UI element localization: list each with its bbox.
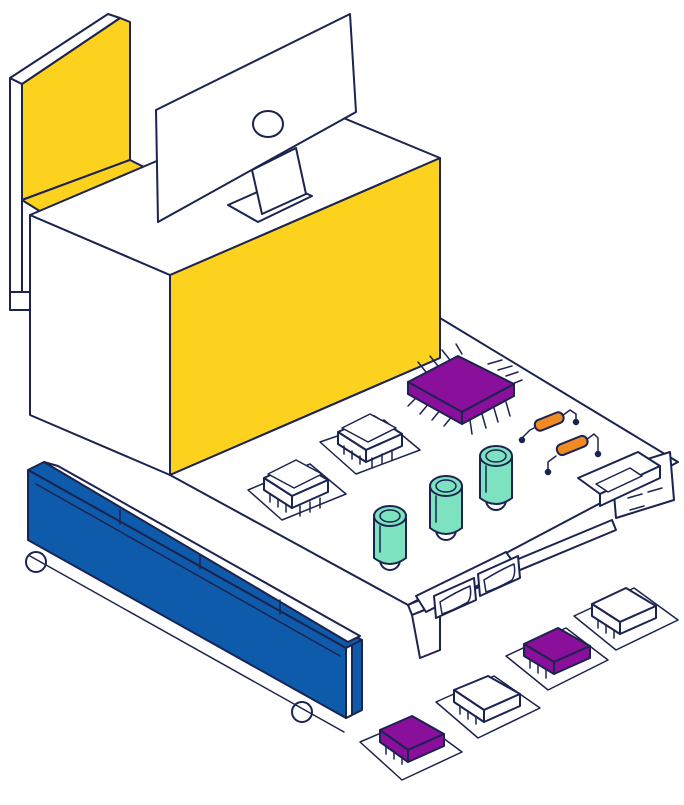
capacitor-icon (373, 505, 407, 571)
resistor-icon (518, 409, 580, 444)
monitor-icon (155, 13, 357, 223)
ic-chip-icon (247, 459, 347, 521)
pci-slot-icon (25, 461, 363, 733)
microchip-icon (407, 343, 523, 435)
pcb-board-icon (169, 317, 679, 606)
ic-chip-icon (573, 587, 679, 651)
ic-chip-icon (435, 675, 541, 739)
ic-chip-icon (505, 627, 609, 691)
ic-chip-icon (319, 413, 421, 475)
resistor-icon (544, 433, 602, 476)
ic-chip-icon (359, 715, 463, 781)
capacitor-icon (429, 475, 463, 541)
capacitor-icon (479, 445, 513, 511)
vga-port-icon (407, 519, 617, 659)
